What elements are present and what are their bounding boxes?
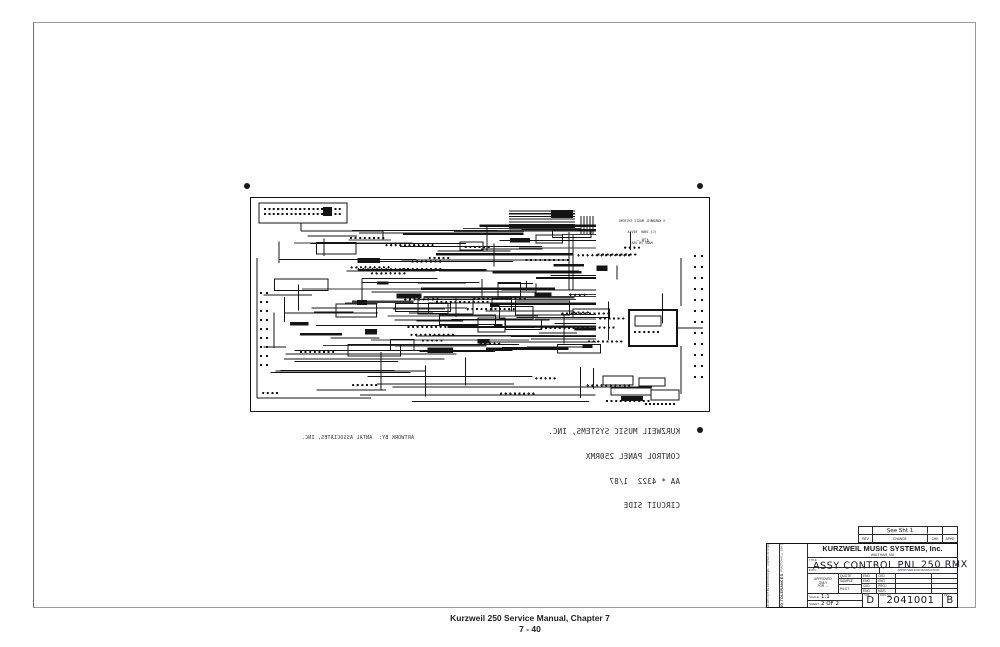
chk-label: CHK — [928, 535, 943, 542]
title-block-main: THIS DRAWING CONTAINS CONFIDENTIAL AND P… — [766, 543, 968, 608]
appd-label: APPD — [945, 536, 955, 541]
rev-value: B — [946, 595, 954, 606]
stage-quote: QUOTE — [839, 574, 861, 580]
approval-grid: APPROVED ONLY FOR → QUOTE SAMPLE PILOT E… — [808, 574, 957, 594]
production-date-column — [932, 574, 957, 593]
approved-for-production-label: APPROVED FOR PRODUCTION — [879, 568, 957, 573]
rev-label: REV — [859, 535, 873, 542]
change-label: CHANGE — [873, 535, 928, 542]
film-legend-part: AA * 4322 1/87 — [609, 476, 680, 486]
revision-entry: See Sht 1 — [872, 526, 929, 535]
rev-cell-label: REV — [944, 594, 950, 597]
sig-cell: ENG — [862, 574, 876, 579]
tolerance-line: DECIMAL .XX ± .01 — [781, 544, 784, 545]
sig-cell: CKD — [862, 584, 876, 589]
revision-strip: See Sht 1 REV CHANGE CHK APPD — [858, 526, 958, 543]
film-copyright-line: (C) 1986 REV A — [627, 229, 657, 234]
scale-sheet-cell: SCALE 1:1 SHEET 2 OF 2 — [808, 594, 863, 607]
registration-dot — [244, 183, 250, 189]
company-location: WALTHAM, MA — [870, 553, 895, 557]
film-legend-side: CIRCUIT SIDE — [623, 501, 680, 511]
stage-sig-column: ENG ENG CKD ENG — [862, 574, 877, 593]
film-legend: KURZWEIL MUSIC SYSTEMS, INC. CONTROL PAN… — [540, 412, 680, 527]
footer-page-number: 7 - 40 — [519, 623, 541, 634]
film-mark: 479 — — [636, 238, 649, 243]
dwg-label: DWG NO — [880, 594, 891, 597]
sig-cell: ENG — [863, 589, 870, 593]
company-header: KURZWEIL MUSIC SYSTEMS, Inc. WALTHAM, MA — [808, 544, 957, 558]
prod-label: CKD — [877, 574, 895, 579]
production-sig-column — [896, 574, 932, 593]
film-copyright-line: © KURZWEIL MUSIC SYSTEMS — [618, 218, 666, 223]
legal-line: COPIED OR USED AS THE BASIS FOR MANUFACT… — [767, 544, 770, 566]
size-value: D — [866, 595, 875, 606]
drawing-title-row: TITLE ASSY CONTROL PNL 250 RMX — [808, 558, 968, 572]
film-legend-board: CONTROL PANEL 250RMX — [585, 452, 680, 462]
sig-cell: ENG — [862, 579, 876, 584]
dwn-label: DWN — [809, 568, 816, 572]
legal-line: OF KURZWEIL MUSIC SYSTEMS INC. AND MAY N… — [767, 567, 770, 607]
size-label: SIZE — [864, 594, 870, 597]
title-block: See Sht 1 REV CHANGE CHK APPD THIS DRAWI… — [766, 526, 968, 608]
pcb-artwork-board: © KURZWEIL MUSIC SYSTEMS (C) 1986 REV A … — [250, 197, 710, 412]
prod-label: ENG — [877, 579, 895, 584]
dwn-row: DWN APPROVED FOR PRODUCTION — [808, 568, 957, 574]
pcb-artwork-svg — [256, 202, 704, 406]
scale-value: 1:1 — [820, 594, 830, 600]
size-cell: SIZE D — [863, 594, 879, 607]
stage-pilot: PILOT — [840, 586, 850, 591]
title-block-bottom-row: SCALE 1:1 SHEET 2 OF 2 SIZE D DWG NO — [808, 594, 957, 607]
drawing-title: ASSY CONTROL PNL 250 RMX — [812, 559, 968, 572]
company-name: KURZWEIL MUSIC SYSTEMS, Inc. — [822, 544, 943, 553]
title-label: TITLE — [809, 558, 817, 562]
tolerances-title: STANDARD TOLERANCES — [780, 573, 784, 607]
dwg-value: 2041001 — [886, 595, 935, 606]
tolerances-strip: UNLESS OTHERWISE SPECIFIED STANDARD TOLE… — [780, 544, 808, 607]
film-legend-company: KURZWEIL MUSIC SYSTEMS, INC. — [547, 427, 680, 437]
footer-manual-title: Kurzweil 250 Service Manual, Chapter 7 — [450, 613, 610, 623]
sheet-label: SHEET — [809, 602, 820, 606]
rev-cell: REV B — [943, 594, 957, 607]
sheet-value: 2 OF 2 — [821, 601, 840, 607]
registration-dot — [697, 427, 703, 433]
production-label-column: CKD ENG PROJ MATL — [877, 574, 896, 593]
proprietary-notice-strip: THIS DRAWING CONTAINS CONFIDENTIAL AND P… — [767, 544, 780, 607]
scale-label: SCALE — [809, 595, 819, 599]
prod-label: MATL — [878, 589, 887, 593]
stage-column: QUOTE SAMPLE PILOT — [839, 574, 862, 593]
footer-caption: Kurzweil 250 Service Manual, Chapter 7 7… — [330, 613, 730, 634]
dwg-number-cell: DWG NO 2041001 — [879, 594, 943, 607]
stage-sample: SAMPLE — [839, 579, 861, 585]
registration-dot — [697, 183, 703, 189]
film-artwork-by: ARTWORK BY: ANTAL ASSOCIATES, INC. — [301, 435, 414, 441]
approved-only-for-cell: APPROVED ONLY FOR → — [808, 574, 839, 593]
tolerance-line: FRACTIONAL ± 1/64 — [780, 546, 784, 573]
film-copyright-block: © KURZWEIL MUSIC SYSTEMS (C) 1986 REV A … — [605, 212, 679, 254]
prod-label: PROJ — [877, 584, 895, 589]
